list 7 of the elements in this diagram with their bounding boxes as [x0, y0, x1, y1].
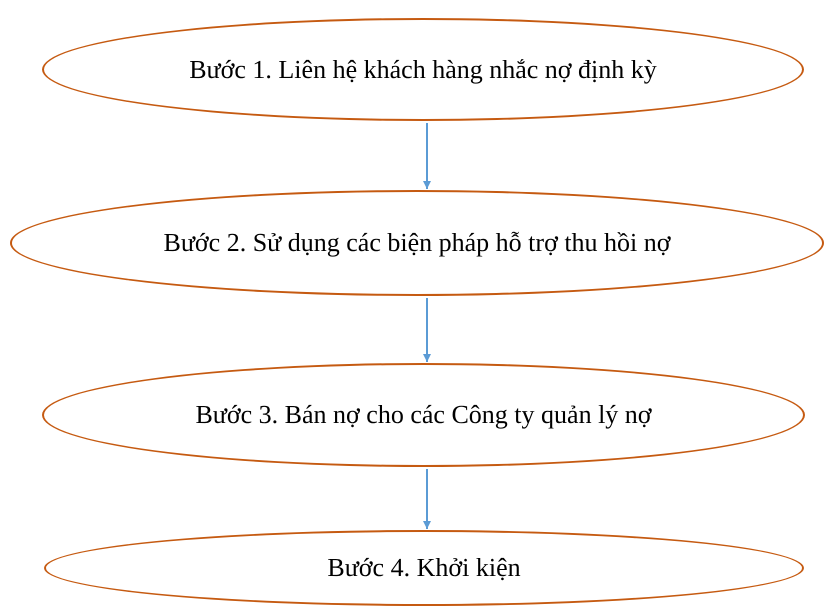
arrow — [423, 298, 431, 362]
step-text: Bước 4. Khởi kiện — [327, 553, 521, 583]
step-text: Bước 3. Bán nợ cho các Công ty quản lý nợ — [195, 400, 652, 430]
step-text: Bước 1. Liên hệ khách hàng nhắc nợ định kỳ — [189, 54, 657, 84]
step-text: Bước 2. Sử dụng các biện pháp hỗ trợ thu hồi nợ — [163, 228, 671, 258]
arrow — [423, 123, 431, 189]
arrow — [423, 469, 431, 529]
